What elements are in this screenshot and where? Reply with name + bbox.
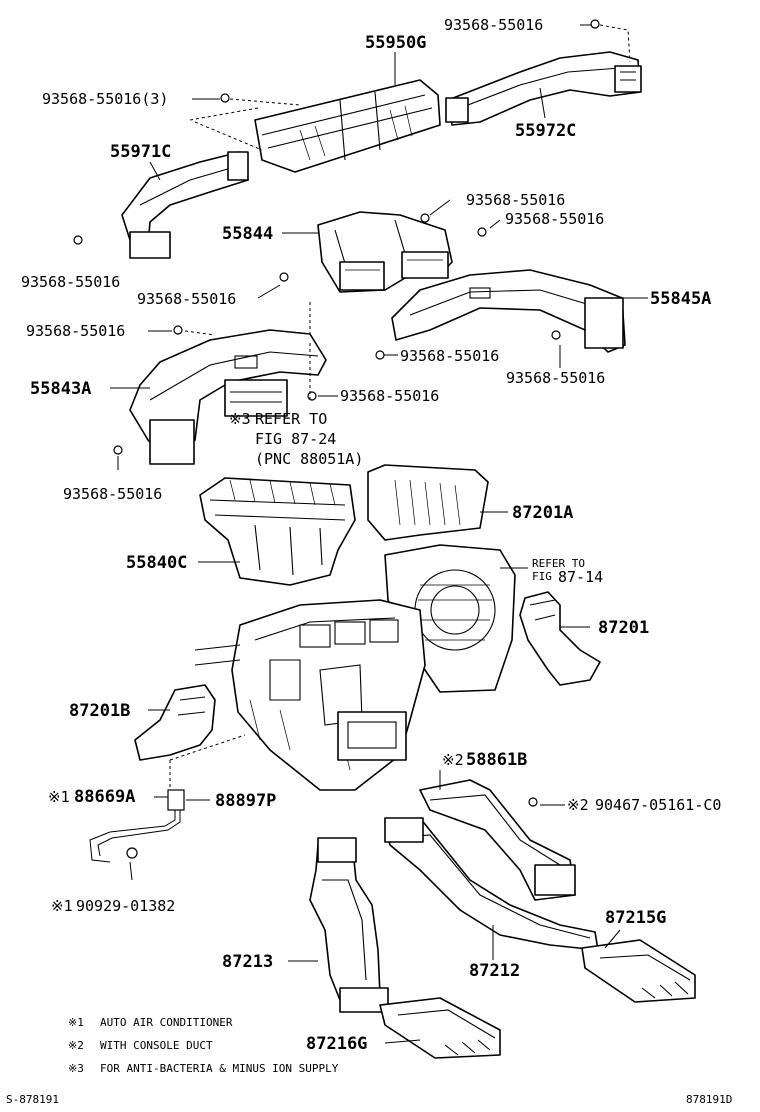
mark-90929: ※1	[51, 897, 73, 915]
legend-mark-1: ※1	[68, 1016, 84, 1029]
nozzle-87215g	[581, 939, 696, 1003]
label-93568-55016-r3: 93568-55016	[506, 369, 605, 387]
duct-55844	[317, 211, 453, 293]
duct-55845a	[391, 269, 626, 353]
label-90467: 90467-05161-C0	[595, 796, 721, 814]
legend-mark-2: ※2	[68, 1039, 84, 1052]
legend-text-2: WITH CONSOLE DUCT	[100, 1039, 213, 1052]
label-55950g: 55950G	[365, 33, 426, 53]
footnote-legend: ※1 AUTO AIR CONDITIONER ※2 WITH CONSOLE …	[68, 1016, 339, 1075]
mark-58861b: ※2	[442, 751, 464, 769]
refer-2-fig: 87-14	[558, 568, 603, 586]
mark-90467: ※2	[567, 796, 589, 814]
leader-lines	[110, 24, 648, 1044]
ac-unit-housing	[169, 599, 426, 805]
label-88897p: 88897P	[215, 791, 276, 811]
label-93568-55016-m2: 93568-55016	[400, 347, 499, 365]
legend-text-3: FOR ANTI-BACTERIA & MINUS ION SUPPLY	[100, 1062, 339, 1075]
floor-duct-87213	[309, 837, 389, 1013]
label-55972c: 55972C	[515, 121, 576, 141]
label-87213: 87213	[222, 952, 273, 972]
duct-55843a	[129, 329, 327, 465]
part-87201	[519, 591, 601, 686]
legend-text-1: AUTO AIR CONDITIONER	[100, 1016, 233, 1029]
label-87201b: 87201B	[69, 701, 130, 721]
label-87201a: 87201A	[512, 503, 573, 523]
legend-mark-3: ※3	[68, 1062, 84, 1075]
label-90929: 90929-01382	[76, 897, 175, 915]
refer-2-line1: REFER TO	[532, 557, 585, 570]
label-55840c: 55840C	[126, 553, 187, 573]
label-93568-55016-l1: 93568-55016	[21, 273, 120, 291]
mark-88669a: ※1	[48, 788, 70, 806]
label-93568-55016-m1: 93568-55016	[137, 290, 236, 308]
refer-text-line3: (PNC 88051A)	[255, 450, 363, 468]
label-87212: 87212	[469, 961, 520, 981]
aspirator-hose-88669a	[89, 789, 185, 863]
refer-2-line2: FIG	[532, 570, 552, 583]
label-55845a: 55845A	[650, 289, 711, 309]
part-number-labels: 93568-55016 55950G 93568-55016(3) 55972C…	[21, 16, 721, 1054]
refer-text-line1: REFER TO	[255, 410, 327, 428]
case-87201a	[367, 464, 489, 541]
label-93568-55016-r2: 93568-55016	[505, 210, 604, 228]
label-87201: 87201	[598, 618, 649, 638]
filter-case-55840c	[199, 477, 356, 586]
label-93568-55016-l3: 93568-55016	[63, 485, 162, 503]
refer-mark-3: ※3	[229, 410, 251, 428]
label-55844: 55844	[222, 224, 273, 244]
duct-55971c	[121, 151, 249, 259]
label-55843a: 55843A	[30, 379, 91, 399]
label-55971c: 55971C	[110, 142, 171, 162]
footer-code-left: S-878191	[6, 1093, 59, 1106]
nozzle-87216g	[379, 997, 501, 1059]
label-88669a: 88669A	[74, 787, 135, 807]
label-93568-55016-3: 93568-55016(3)	[42, 90, 168, 108]
refer-text-line2: FIG 87-24	[255, 430, 336, 448]
footer-code-right: 878191D	[686, 1093, 732, 1106]
ion-generator-module	[224, 379, 288, 417]
label-93568-55016-m3: 93568-55016	[340, 387, 439, 405]
label-87216g: 87216G	[306, 1034, 367, 1054]
bolt-icons	[73, 19, 600, 807]
duct-55972c	[445, 51, 642, 126]
label-93568-55016-l2: 93568-55016	[26, 322, 125, 340]
duct-55950g	[189, 79, 441, 173]
label-87215g: 87215G	[605, 908, 666, 928]
label-58861b: 58861B	[466, 750, 527, 770]
part-87201b	[134, 684, 216, 761]
label-93568-55016-top: 93568-55016	[444, 16, 543, 34]
label-93568-55016-r1: 93568-55016	[466, 191, 565, 209]
console-duct-58861b	[419, 779, 576, 901]
